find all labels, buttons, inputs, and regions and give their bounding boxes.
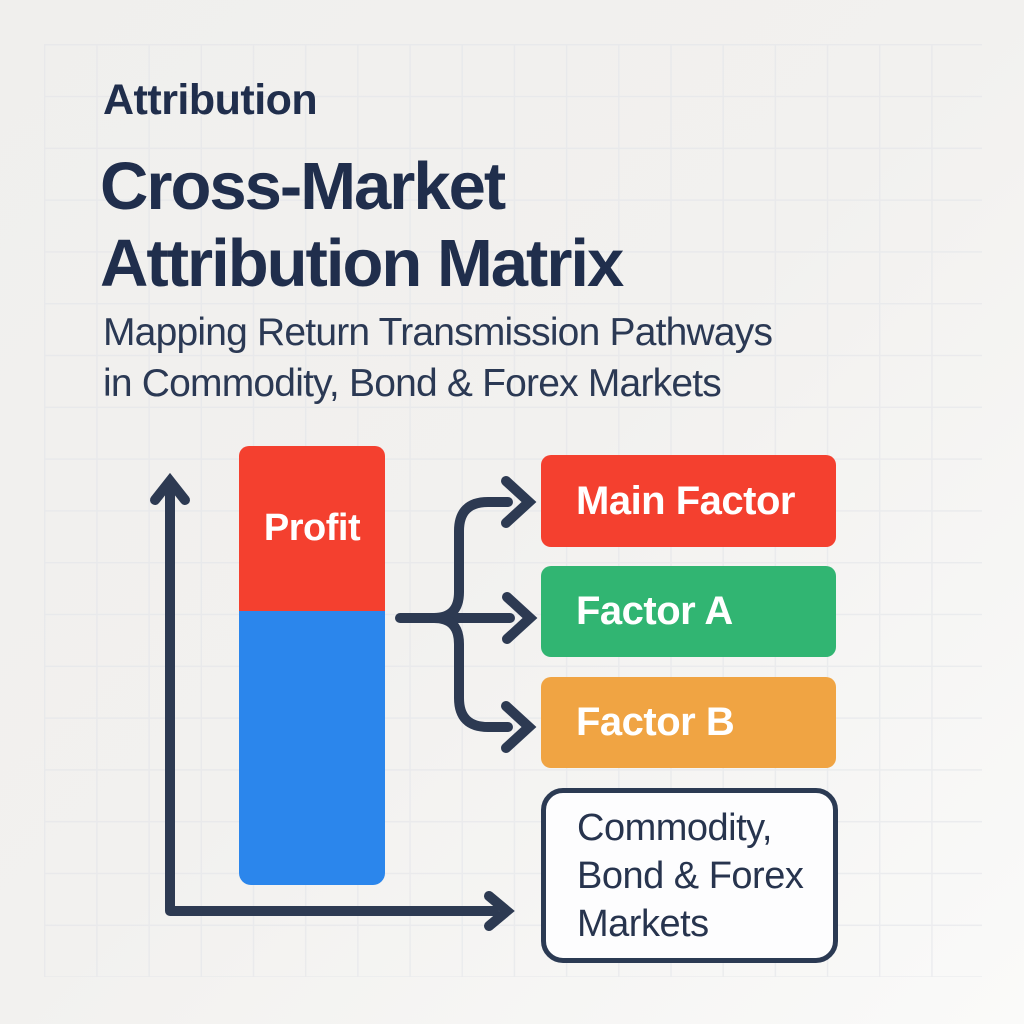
connector-lower: [429, 613, 513, 732]
x-axis-arrow-icon: [484, 891, 515, 931]
page-title: Cross-Market Attribution Matrix: [100, 149, 624, 301]
axis-lines: [165, 479, 499, 916]
factor-b-label: Factor B: [576, 700, 735, 744]
factor-a-box: Factor A: [541, 566, 836, 657]
connector-upper-arrow-icon: [501, 476, 537, 528]
markets-box: Commodity, Bond & Forex Markets: [541, 788, 838, 963]
connector-middle-arrow-icon: [502, 592, 538, 644]
factor-b-box: Factor B: [541, 677, 836, 768]
markets-label: Commodity, Bond & Forex Markets: [577, 806, 804, 945]
profit-bar-segment: Profit: [239, 446, 385, 611]
y-axis-arrow-icon: [150, 472, 190, 505]
base-bar-segment: [239, 611, 385, 885]
profit-label: Profit: [263, 507, 361, 549]
connector-upper: [429, 497, 513, 623]
main-factor-label: Main Factor: [576, 478, 795, 523]
page-subtitle: Mapping Return Transmission Pathways in …: [103, 311, 773, 405]
main-factor-box: Main Factor: [541, 455, 836, 547]
factor-a-label: Factor A: [576, 589, 733, 633]
kicker-label: Attribution: [103, 76, 318, 124]
connector-lower-arrow-icon: [501, 701, 537, 753]
